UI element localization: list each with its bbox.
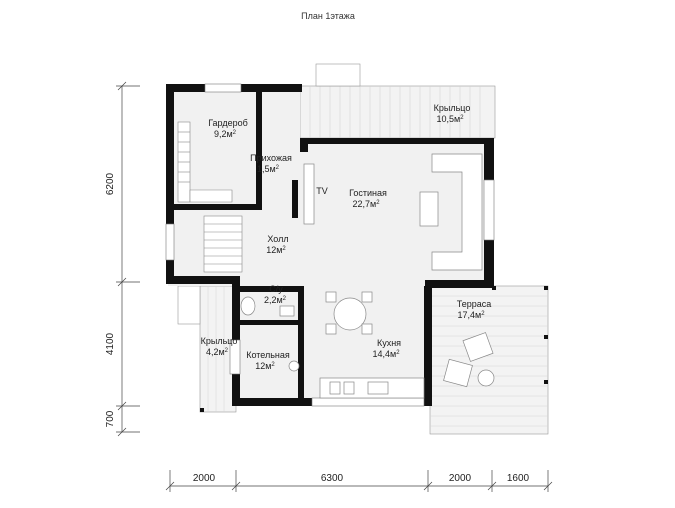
- svg-text:С/у: С/у: [269, 284, 283, 294]
- svg-text:12м2: 12м2: [255, 361, 275, 371]
- room-name: Крыльцо: [201, 336, 238, 346]
- room-name: Кухня: [377, 338, 401, 348]
- svg-text:Котельная: Котельная: [246, 350, 290, 360]
- room-name: Терраса: [457, 299, 492, 309]
- sofa: [431, 153, 483, 271]
- tv-unit: [303, 163, 315, 225]
- wardrobe-shelves: [177, 121, 233, 203]
- dim-horizontal-4: 1600: [507, 473, 530, 484]
- porch-top-steps: [315, 63, 361, 87]
- room-name: Холл: [267, 234, 288, 244]
- room-labels: Гардероб 9,2м2 Прихожая 1,5м2 Крыльцо 10…: [201, 103, 492, 371]
- svg-text:Гардероб: Гардероб: [208, 118, 248, 128]
- plan-title: План 1этажа: [301, 11, 355, 21]
- svg-text:Кухня: Кухня: [377, 338, 401, 348]
- svg-text:Прихожая: Прихожая: [250, 153, 292, 163]
- svg-text:Крыльцо: Крыльцо: [434, 103, 471, 113]
- porch-top-deck: [299, 85, 496, 139]
- room-name: Прихожая: [250, 153, 292, 163]
- svg-text:1,5м2: 1,5м2: [257, 164, 280, 174]
- room-name: С/у: [269, 284, 283, 294]
- tv-label: TV: [316, 186, 328, 196]
- room-name: Гардероб: [208, 118, 248, 128]
- svg-text:14,4м2: 14,4м2: [372, 349, 400, 359]
- svg-text:10,5м2: 10,5м2: [436, 114, 464, 124]
- svg-text:12м2: 12м2: [266, 245, 286, 255]
- svg-text:Гостиная: Гостиная: [349, 188, 387, 198]
- svg-text:Холл: Холл: [267, 234, 288, 244]
- dim-horizontal-2: 6300: [321, 473, 344, 484]
- svg-text:2,2м2: 2,2м2: [264, 295, 287, 305]
- svg-text:4,2м2: 4,2м2: [206, 347, 229, 357]
- horizontal-dimension-line: [165, 470, 553, 492]
- dim-vertical-2: 4100: [105, 332, 116, 355]
- staircase: [203, 215, 243, 273]
- terrace-furniture: [443, 332, 495, 388]
- svg-text:Крыльцо: Крыльцо: [201, 336, 238, 346]
- dim-vertical-3: 700: [105, 410, 116, 427]
- room-name: Крыльцо: [434, 103, 471, 113]
- vertical-dimension-line: [116, 81, 140, 437]
- dim-horizontal-3: 2000: [449, 473, 472, 484]
- room-name: Гостиная: [349, 188, 387, 198]
- svg-text:22,7м2: 22,7м2: [352, 199, 380, 209]
- kitchen-counter: [319, 377, 425, 399]
- coffee-table: [419, 191, 439, 227]
- svg-text:17,4м2: 17,4м2: [457, 310, 485, 320]
- svg-text:Терраса: Терраса: [457, 299, 492, 309]
- dining-table: [325, 291, 373, 335]
- bathroom-fixtures: [240, 296, 300, 372]
- dim-horizontal-1: 2000: [193, 473, 216, 484]
- room-name: Котельная: [246, 350, 290, 360]
- svg-text:9,2м2: 9,2м2: [214, 129, 237, 139]
- dim-vertical-1: 6200: [105, 172, 116, 195]
